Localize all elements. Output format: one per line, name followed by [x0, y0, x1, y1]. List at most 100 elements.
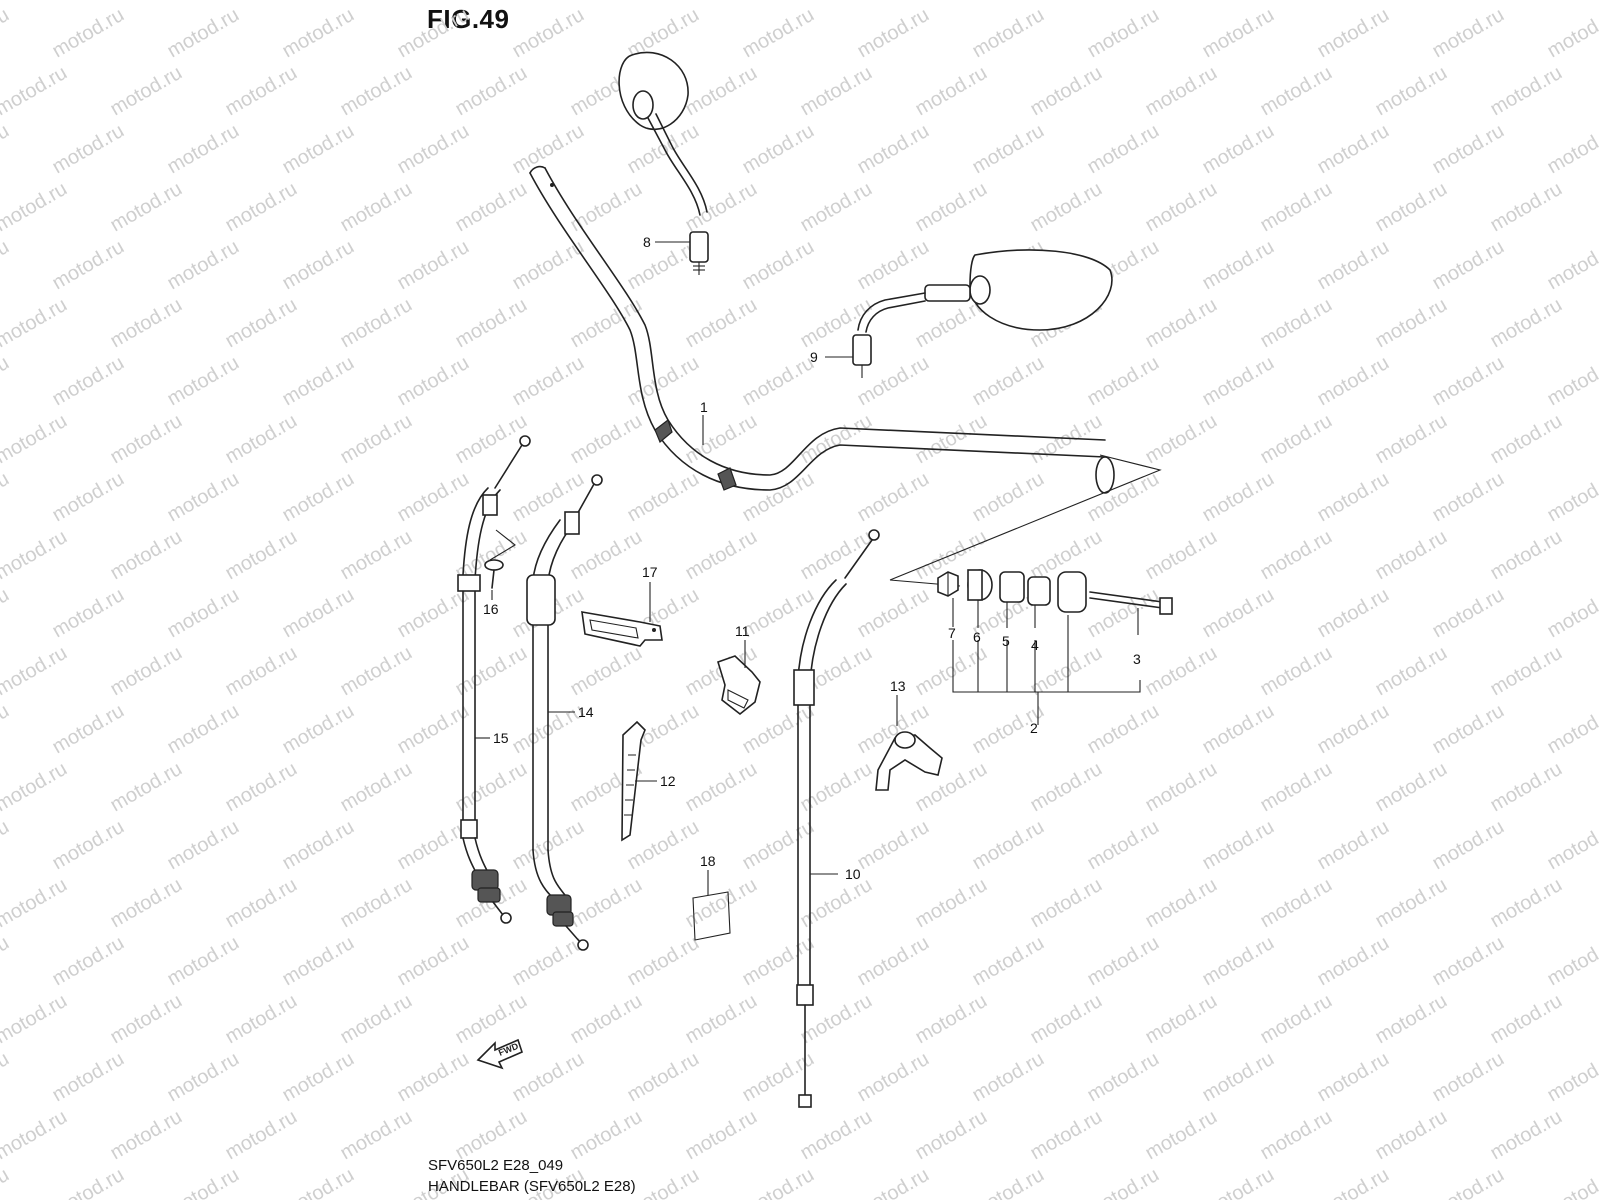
watermark-text: motod.ru — [1429, 816, 1508, 875]
watermark-text: motod.ru — [107, 62, 186, 121]
watermark-text: motod.ru — [0, 758, 71, 817]
long-bolt-3 — [1089, 591, 1173, 615]
watermark-text: motod.ru — [107, 410, 186, 469]
watermark-text: motod.ru — [1487, 990, 1566, 1049]
watermark-text: motod.ru — [1199, 1164, 1278, 1200]
watermark-text: motod.ru — [567, 178, 646, 237]
watermark-text: motod.ru — [1142, 0, 1221, 4]
watermark-text: motod.ru — [682, 62, 761, 121]
watermark-text: motod.ru — [337, 642, 416, 701]
watermark-text: motod.ru — [1142, 294, 1221, 353]
watermark-text: motod.ru — [107, 0, 186, 4]
watermark-text: motod.ru — [682, 990, 761, 1049]
watermark-text: motod.ru — [1199, 932, 1278, 991]
callout-13: 13 — [890, 678, 906, 694]
caption-code: SFV650L2 E28_049 — [428, 1157, 564, 1174]
watermark-text: motod.ru — [1429, 1048, 1508, 1107]
watermark-text: motod.ru — [1314, 584, 1393, 643]
watermark-text: motod.ru — [1372, 642, 1451, 701]
watermark-text: motod.ru — [337, 294, 416, 353]
watermark-text: motod.ru — [1142, 874, 1221, 933]
watermark-text: motod.ru — [739, 120, 818, 179]
watermark-text: motod.ru — [854, 584, 933, 643]
callout-5: 5 — [1002, 633, 1010, 649]
watermark-text: motod.ru — [797, 526, 876, 585]
watermark-text: motod.ru — [1142, 526, 1221, 585]
watermark-text: motod.ru — [682, 410, 761, 469]
label-18 — [692, 891, 731, 941]
watermark-text: motod.ru — [1372, 62, 1451, 121]
watermark-text: motod.ru — [739, 236, 818, 295]
watermark-text: motod.ru — [509, 120, 588, 179]
watermark-text: motod.ru — [739, 700, 818, 759]
watermark-text: motod.ru — [49, 236, 128, 295]
watermark-text: motod.ru — [1257, 526, 1336, 585]
watermark-text: motod.ru — [1487, 0, 1566, 4]
watermark-text: motod.ru — [394, 236, 473, 295]
throttle-cable-14 — [526, 474, 603, 951]
watermark-text: motod.ru — [222, 178, 301, 237]
watermark-text: motod.ru — [567, 990, 646, 1049]
watermark-text: motod.ru — [1314, 932, 1393, 991]
watermark-text: motod.ru — [969, 1164, 1048, 1200]
watermark-text: motod.ru — [1487, 526, 1566, 585]
spacer-4 — [1027, 576, 1051, 606]
callout-15: 15 — [493, 730, 509, 746]
watermark-text: motod.ru — [624, 932, 703, 991]
watermark-text: motod.ru — [164, 120, 243, 179]
watermark-text: motod.ru — [1487, 178, 1566, 237]
left-mirror-part — [618, 51, 709, 275]
watermark-text: motod.ru — [0, 120, 13, 179]
watermark-text: motod.ru — [279, 1164, 358, 1200]
watermark-text: motod.ru — [854, 816, 933, 875]
watermark-text: motod.ru — [1372, 410, 1451, 469]
watermark-text: motod.ru — [682, 294, 761, 353]
watermark-text: motod.ru — [452, 0, 531, 4]
watermark-text: motod.ru — [49, 1048, 128, 1107]
watermark-text: motod.ru — [164, 236, 243, 295]
callout-17: 17 — [642, 564, 658, 580]
watermark-text: motod.ru — [969, 468, 1048, 527]
watermark-text: motod.ru — [1084, 932, 1163, 991]
watermark-text: motod.ru — [0, 1106, 71, 1165]
screw-16 — [484, 559, 504, 589]
watermark-text: motod.ru — [107, 294, 186, 353]
watermark-text: motod.ru — [222, 990, 301, 1049]
watermark-text: motod.ru — [1544, 352, 1600, 411]
watermark-text: motod.ru — [222, 642, 301, 701]
throttle-cable-15 — [457, 435, 531, 924]
watermark-text: motod.ru — [509, 932, 588, 991]
watermark-text: motod.ru — [222, 0, 301, 4]
watermark-text: motod.ru — [1084, 352, 1163, 411]
callout-10: 10 — [845, 866, 861, 882]
clamp-17 — [581, 611, 663, 647]
watermark-text: motod.ru — [107, 1106, 186, 1165]
watermark-text: motod.ru — [912, 62, 991, 121]
watermark-text: motod.ru — [912, 0, 991, 4]
clutch-cable-10 — [793, 529, 880, 1108]
watermark-text: motod.ru — [0, 642, 71, 701]
callout-7: 7 — [948, 625, 956, 641]
watermark-text: motod.ru — [49, 584, 128, 643]
watermark-text: motod.ru — [1314, 120, 1393, 179]
watermark-text: motod.ru — [1084, 1048, 1163, 1107]
watermark-text: motod.ru — [107, 178, 186, 237]
watermark-text: motod.ru — [854, 236, 933, 295]
watermark-text: motod.ru — [1429, 4, 1508, 63]
watermark-text: motod.ru — [624, 1048, 703, 1107]
watermark-text: motod.ru — [1142, 758, 1221, 817]
watermark-text: motod.ru — [739, 816, 818, 875]
watermark-text: motod.ru — [1372, 1106, 1451, 1165]
watermark-text: motod.ru — [0, 526, 71, 585]
watermark-text: motod.ru — [337, 758, 416, 817]
watermark-text: motod.ru — [1314, 468, 1393, 527]
watermark-text: motod.ru — [394, 932, 473, 991]
watermark-text: motod.ru — [1142, 642, 1221, 701]
watermark-text: motod.ru — [107, 758, 186, 817]
watermark-text: motod.ru — [1084, 1164, 1163, 1200]
watermark-text: motod.ru — [509, 352, 588, 411]
watermark-text: motod.ru — [1027, 874, 1106, 933]
watermark-text: motod.ru — [107, 642, 186, 701]
callout-3: 3 — [1133, 651, 1141, 667]
watermark-text: motod.ru — [567, 642, 646, 701]
